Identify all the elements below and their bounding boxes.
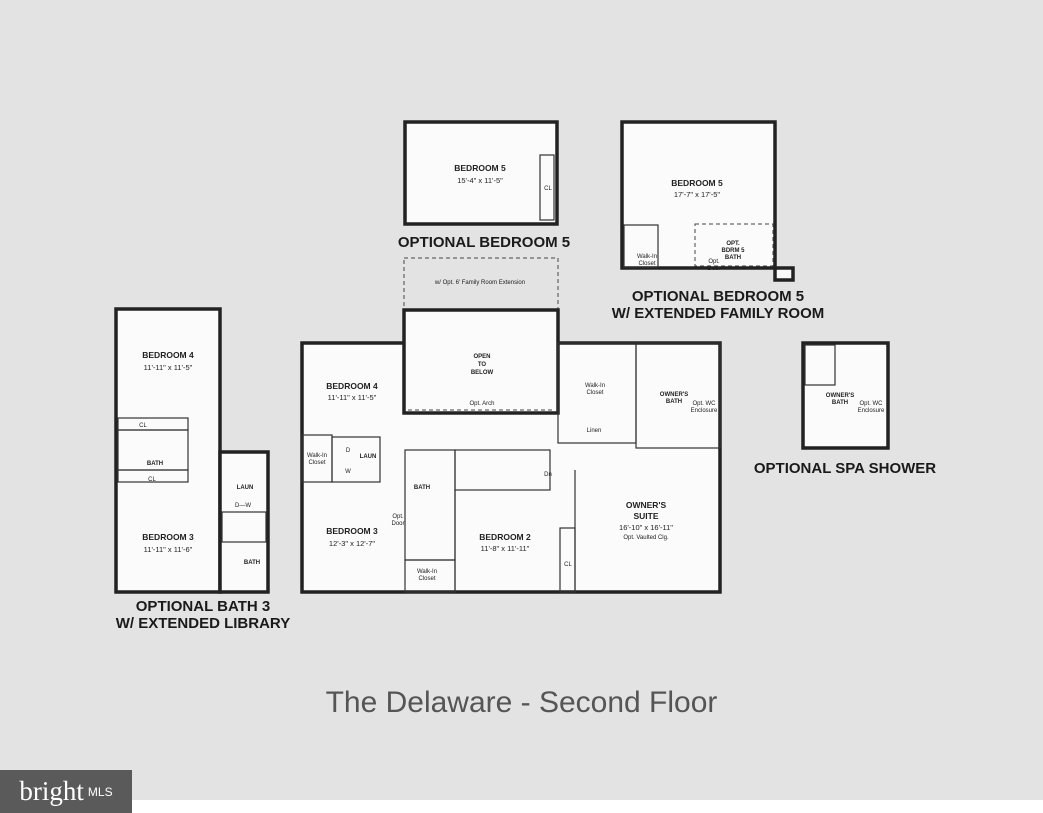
svg-text:Walk-In: Walk-In: [585, 383, 605, 389]
svg-text:CL: CL: [139, 423, 147, 429]
svg-text:Opt. WC: Opt. WC: [859, 401, 883, 407]
main-floor-plan: w/ Opt. 6' Family Room Extension BEDROOM…: [300, 257, 722, 594]
svg-text:Closet: Closet: [308, 460, 325, 466]
svg-text:Door: Door: [707, 266, 720, 272]
svg-text:Linen: Linen: [587, 428, 602, 434]
optional-bath-3: BEDROOM 4 11'-11" x 11'-5" CL BATH CL LA…: [114, 307, 290, 632]
svg-text:BEDROOM 4: BEDROOM 4: [142, 350, 194, 360]
logo-suffix: MLS: [87, 784, 113, 799]
svg-text:OWNER'S: OWNER'S: [626, 500, 667, 510]
svg-text:W: W: [345, 469, 351, 475]
svg-text:w/ Opt. 6' Family Room Extensi: w/ Opt. 6' Family Room Extension: [434, 280, 525, 286]
svg-text:Walk-In: Walk-In: [307, 453, 327, 459]
svg-text:W/ EXTENDED FAMILY ROOM: W/ EXTENDED FAMILY ROOM: [612, 305, 825, 322]
svg-text:BATH: BATH: [666, 399, 682, 405]
svg-text:BDRM 5: BDRM 5: [721, 248, 745, 254]
room-dims: 17'-7" x 17'-5": [674, 190, 720, 199]
svg-text:SUITE: SUITE: [633, 511, 658, 521]
room-label: BEDROOM 5: [454, 163, 506, 173]
svg-text:OPTIONAL SPA SHOWER: OPTIONAL SPA SHOWER: [754, 460, 936, 477]
svg-text:11'-11" x 11'-6": 11'-11" x 11'-6": [144, 545, 193, 554]
svg-text:12'-3" x 12'-7": 12'-3" x 12'-7": [329, 539, 375, 548]
svg-text:Walk-In: Walk-In: [417, 569, 437, 575]
svg-text:BEDROOM 3: BEDROOM 3: [326, 526, 378, 536]
optional-spa-shower: OWNER'S BATH Opt. WC Enclosure OPTIONAL …: [754, 341, 936, 477]
svg-text:BELOW: BELOW: [471, 370, 494, 376]
svg-text:Opt. Arch: Opt. Arch: [469, 401, 494, 407]
svg-text:Closet: Closet: [586, 390, 603, 396]
svg-text:BEDROOM 2: BEDROOM 2: [479, 532, 531, 542]
svg-text:Dn: Dn: [544, 472, 552, 478]
svg-text:16'-10" x 16'-11": 16'-10" x 16'-11": [619, 523, 673, 532]
svg-text:OWNER'S: OWNER'S: [826, 393, 854, 399]
svg-text:Opt. WC: Opt. WC: [692, 401, 716, 407]
svg-text:TO: TO: [478, 362, 487, 368]
room-dims: 15'-4" x 11'-5": [457, 176, 503, 185]
logo-brand: bright: [19, 776, 84, 806]
svg-text:BATH: BATH: [147, 461, 163, 467]
closet-label: CL: [544, 186, 552, 192]
svg-text:D—W: D—W: [235, 503, 251, 509]
svg-text:BEDROOM 3: BEDROOM 3: [142, 532, 194, 542]
svg-text:CL: CL: [148, 477, 156, 483]
svg-text:BEDROOM 4: BEDROOM 4: [326, 381, 378, 391]
svg-text:11'-8" x 11'-11": 11'-8" x 11'-11": [481, 544, 530, 553]
bright-mls-logo: bright MLS: [0, 770, 132, 813]
caption: OPTIONAL BEDROOM 5: [398, 234, 570, 251]
svg-text:Enclosure: Enclosure: [858, 408, 885, 414]
svg-text:LAUN: LAUN: [237, 485, 254, 491]
svg-text:11'-11" x 11'-5": 11'-11" x 11'-5": [328, 393, 377, 402]
svg-text:BATH: BATH: [832, 400, 848, 406]
svg-text:BATH: BATH: [414, 485, 430, 491]
plan-title: The Delaware - Second Floor: [325, 686, 718, 719]
svg-text:LAUN: LAUN: [360, 454, 377, 460]
svg-text:D: D: [346, 448, 351, 454]
svg-text:CL: CL: [564, 562, 572, 568]
svg-text:OPTIONAL BATH 3: OPTIONAL BATH 3: [136, 598, 270, 615]
svg-text:Opt.: Opt.: [708, 259, 720, 265]
svg-text:BATH: BATH: [244, 560, 260, 566]
svg-text:Opt. Vaulted Clg.: Opt. Vaulted Clg.: [623, 535, 669, 541]
svg-text:11'-11" x 11'-5": 11'-11" x 11'-5": [144, 363, 193, 372]
optional-bedroom-5: BEDROOM 5 15'-4" x 11'-5" CL OPTIONAL BE…: [398, 120, 570, 251]
svg-text:Closet: Closet: [418, 576, 435, 582]
svg-text:Opt.: Opt.: [392, 514, 404, 520]
svg-text:Walk-In: Walk-In: [637, 254, 657, 260]
svg-text:OPT.: OPT.: [726, 241, 740, 247]
optional-bedroom-5-extended: BEDROOM 5 17'-7" x 17'-5" Walk-In Closet…: [612, 120, 825, 322]
svg-text:Enclosure: Enclosure: [691, 408, 718, 414]
svg-text:OPEN: OPEN: [473, 354, 490, 360]
svg-text:OPTIONAL BEDROOM 5: OPTIONAL BEDROOM 5: [632, 288, 804, 305]
svg-text:BATH: BATH: [725, 255, 741, 261]
svg-text:Closet: Closet: [638, 261, 655, 267]
svg-text:Door: Door: [391, 521, 404, 527]
svg-text:W/ EXTENDED LIBRARY: W/ EXTENDED LIBRARY: [116, 615, 290, 632]
room-label: BEDROOM 5: [671, 178, 723, 188]
svg-text:OWNER'S: OWNER'S: [660, 392, 688, 398]
